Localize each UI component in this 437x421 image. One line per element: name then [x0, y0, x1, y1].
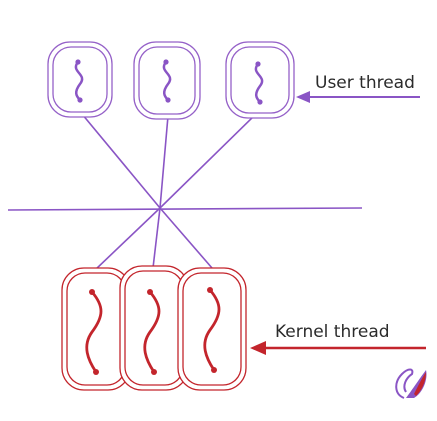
user-thread-3 — [225, 41, 295, 119]
user-thread-1 — [47, 41, 113, 118]
connector-kernel-1 — [94, 207, 161, 271]
wavy-thread-icon — [254, 62, 264, 104]
user-connectors — [81, 113, 257, 209]
user-thread-label: User thread — [315, 73, 415, 93]
wavy-thread-icon — [143, 290, 161, 374]
divider-line — [7, 207, 363, 211]
connector-kernel-2 — [152, 207, 161, 269]
kernel-thread-3 — [177, 267, 247, 391]
user-thread-2 — [133, 41, 201, 120]
wavy-thread-icon — [74, 60, 84, 102]
quill-logo-icon — [395, 368, 427, 399]
user-thread-arrow — [296, 91, 420, 103]
connector-user-1 — [81, 113, 161, 209]
kernel-connectors — [94, 207, 213, 271]
connector-kernel-3 — [159, 207, 213, 269]
connector-user-3 — [159, 113, 257, 209]
wavy-thread-icon — [203, 288, 221, 372]
connector-user-2 — [159, 115, 169, 209]
kernel-thread-label: Kernel thread — [275, 322, 390, 342]
kernel-thread-2 — [119, 265, 189, 391]
wavy-thread-icon — [85, 290, 103, 374]
kernel-thread-arrow — [250, 341, 426, 355]
wavy-thread-icon — [162, 60, 172, 102]
